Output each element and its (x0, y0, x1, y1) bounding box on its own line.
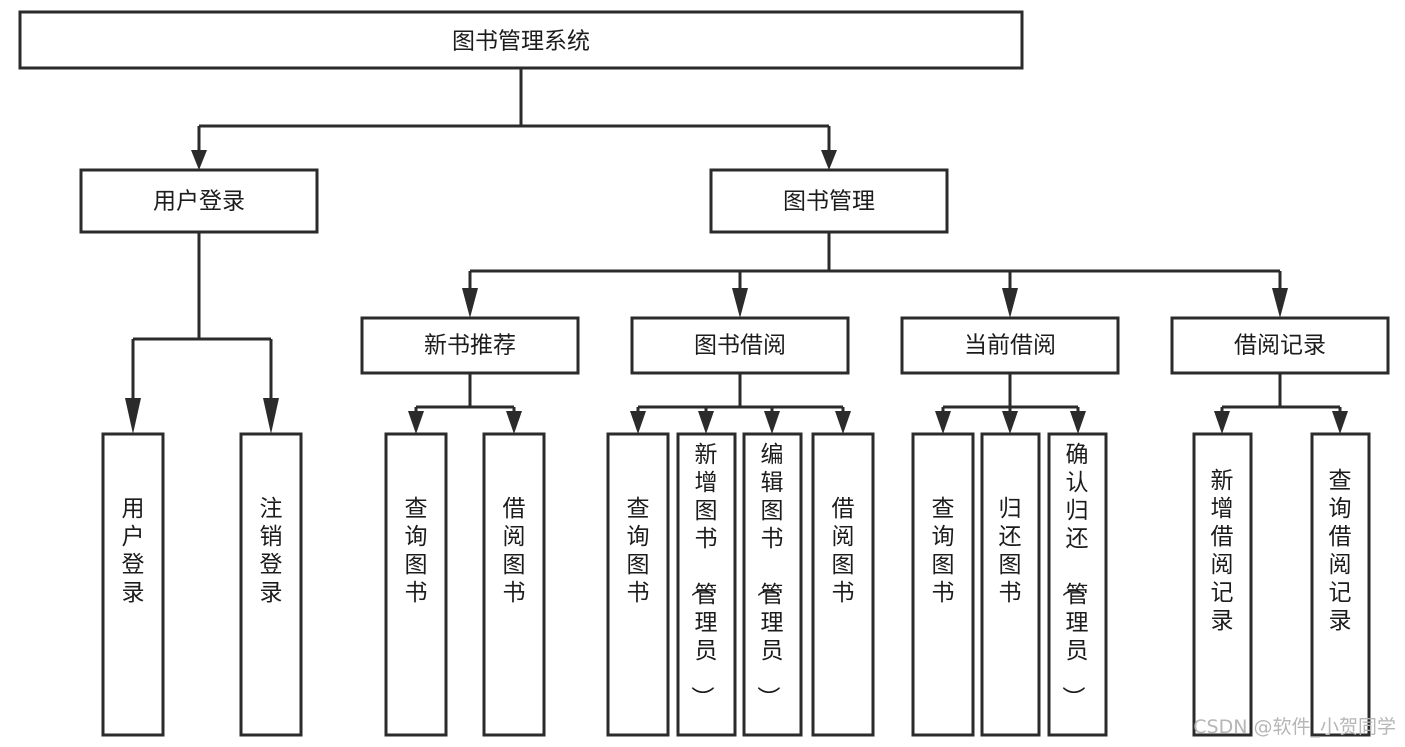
node-current-borrow-box[interactable] (900, 316, 1120, 375)
node-book-manage-label: 图书管理 (783, 189, 875, 215)
arrow-head-borrowrecord-leaf-1 (1214, 411, 1230, 434)
node-root[interactable]: 图书管理系统 (18, 10, 1024, 70)
node-current-borrow-label: 当前借阅 (964, 333, 1056, 359)
leaf-current-borrow-2-label: 归还图书 (999, 496, 1022, 606)
arrow-head-book-borrow (732, 288, 748, 318)
arrow-head-book-manage (821, 150, 837, 170)
arrow-head-newbook-leaf-1 (408, 411, 424, 434)
leaf-current-borrow-1[interactable]: 查询图书 (911, 432, 975, 737)
arrow-head-bookborrow-leaf-2 (698, 411, 714, 434)
leaf-new-book-2-label: 借阅图书 (503, 496, 526, 606)
arrow-head-currentborrow-leaf-3 (1070, 411, 1086, 434)
leaf-book-borrow-1-box[interactable] (606, 432, 670, 737)
arrow-head-bookborrow-leaf-3 (764, 411, 780, 434)
leaf-user-login-1-label: 用户登录 (122, 496, 145, 606)
node-book-borrow-label: 图书借阅 (694, 333, 786, 359)
arrow-head-user-login (191, 150, 207, 170)
leaf-book-borrow-2-label: 新增图书（管理员） (689, 442, 718, 709)
leaf-book-borrow-2-box[interactable] (676, 432, 737, 737)
arrow-head-current-borrow (1002, 288, 1018, 318)
leaf-borrow-record-1-label: 新增借阅记录 (1211, 468, 1234, 634)
leaf-user-login-2-label: 注销登录 (260, 496, 283, 606)
leaf-book-borrow-2[interactable]: 新增图书（管理员） (676, 432, 737, 737)
leaf-new-book-2-box[interactable] (482, 432, 546, 737)
csdn-watermark: CSDN @软件_小贺同学 (1193, 716, 1396, 738)
node-user-login[interactable]: 用户登录 (79, 168, 319, 234)
leaf-user-login-1-box[interactable] (101, 432, 165, 737)
node-borrow-record-label: 借阅记录 (1234, 333, 1326, 359)
arrow-head-user-leaf-1 (125, 398, 141, 434)
node-borrow-record[interactable]: 借阅记录 (1170, 316, 1390, 375)
leaf-book-borrow-4-box[interactable] (811, 432, 875, 737)
node-root-label: 图书管理系统 (452, 29, 590, 55)
leaf-user-login-2-box[interactable] (239, 432, 303, 737)
arrow-head-new-book (462, 288, 478, 318)
connector-layer (125, 68, 1348, 434)
leaf-user-login-1[interactable]: 用户登录 (101, 432, 165, 737)
leaf-book-borrow-1[interactable]: 查询图书 (606, 432, 670, 737)
leaf-current-borrow-3-label: 确认归还（管理员） (1060, 442, 1089, 709)
leaf-current-borrow-2[interactable]: 归还图书 (980, 432, 1041, 737)
arrow-head-currentborrow-leaf-1 (935, 411, 951, 434)
leaf-new-book-1[interactable]: 查询图书 (384, 432, 448, 737)
leaf-current-borrow-3-box[interactable] (1047, 432, 1108, 737)
node-book-manage[interactable]: 图书管理 (709, 168, 949, 234)
leaf-book-borrow-3[interactable]: 编辑图书（管理员） (742, 432, 803, 737)
node-book-borrow[interactable]: 图书借阅 (630, 316, 850, 375)
arrow-head-bookborrow-leaf-4 (835, 411, 851, 434)
leaf-book-borrow-3-box[interactable] (742, 432, 803, 737)
leaf-new-book-2[interactable]: 借阅图书 (482, 432, 546, 737)
leaf-current-borrow-1-label: 查询图书 (932, 496, 955, 606)
leaf-user-login-2[interactable]: 注销登录 (239, 432, 303, 737)
leaf-borrow-record-2-box[interactable] (1310, 432, 1371, 737)
node-book-borrow-box[interactable] (630, 316, 850, 375)
leaf-new-book-1-box[interactable] (384, 432, 448, 737)
node-current-borrow[interactable]: 当前借阅 (900, 316, 1120, 375)
arrow-head-newbook-leaf-2 (506, 411, 522, 434)
arrow-head-bookborrow-leaf-1 (630, 411, 646, 434)
node-root-box[interactable] (18, 10, 1024, 70)
leaf-borrow-record-2-label: 查询借阅记录 (1329, 468, 1352, 634)
node-new-book-recommend-box[interactable] (360, 316, 580, 375)
leaf-current-borrow-2-box[interactable] (980, 432, 1041, 737)
node-user-login-label: 用户登录 (153, 189, 245, 215)
leaf-current-borrow-3[interactable]: 确认归还（管理员） (1047, 432, 1108, 737)
leaf-borrow-record-1[interactable]: 新增借阅记录 (1192, 432, 1253, 737)
arrow-head-user-leaf-2 (263, 398, 279, 434)
node-new-book-recommend[interactable]: 新书推荐 (360, 316, 580, 375)
node-new-book-recommend-label: 新书推荐 (424, 333, 516, 359)
arrow-head-borrowrecord-leaf-2 (1332, 411, 1348, 434)
leaf-book-borrow-4-label: 借阅图书 (832, 496, 855, 606)
node-user-login-box[interactable] (79, 168, 319, 234)
leaf-borrow-record-1-box[interactable] (1192, 432, 1253, 737)
leaf-new-book-1-label: 查询图书 (405, 496, 428, 606)
node-borrow-record-box[interactable] (1170, 316, 1390, 375)
leaf-book-borrow-3-label: 编辑图书（管理员） (755, 442, 784, 709)
leaf-book-borrow-4[interactable]: 借阅图书 (811, 432, 875, 737)
leaf-book-borrow-1-label: 查询图书 (627, 496, 650, 606)
leaf-current-borrow-1-box[interactable] (911, 432, 975, 737)
node-book-manage-box[interactable] (709, 168, 949, 234)
leaf-borrow-record-2[interactable]: 查询借阅记录 (1310, 432, 1371, 737)
arrow-head-borrow-record (1272, 288, 1288, 318)
arrow-head-currentborrow-leaf-2 (1002, 411, 1018, 434)
